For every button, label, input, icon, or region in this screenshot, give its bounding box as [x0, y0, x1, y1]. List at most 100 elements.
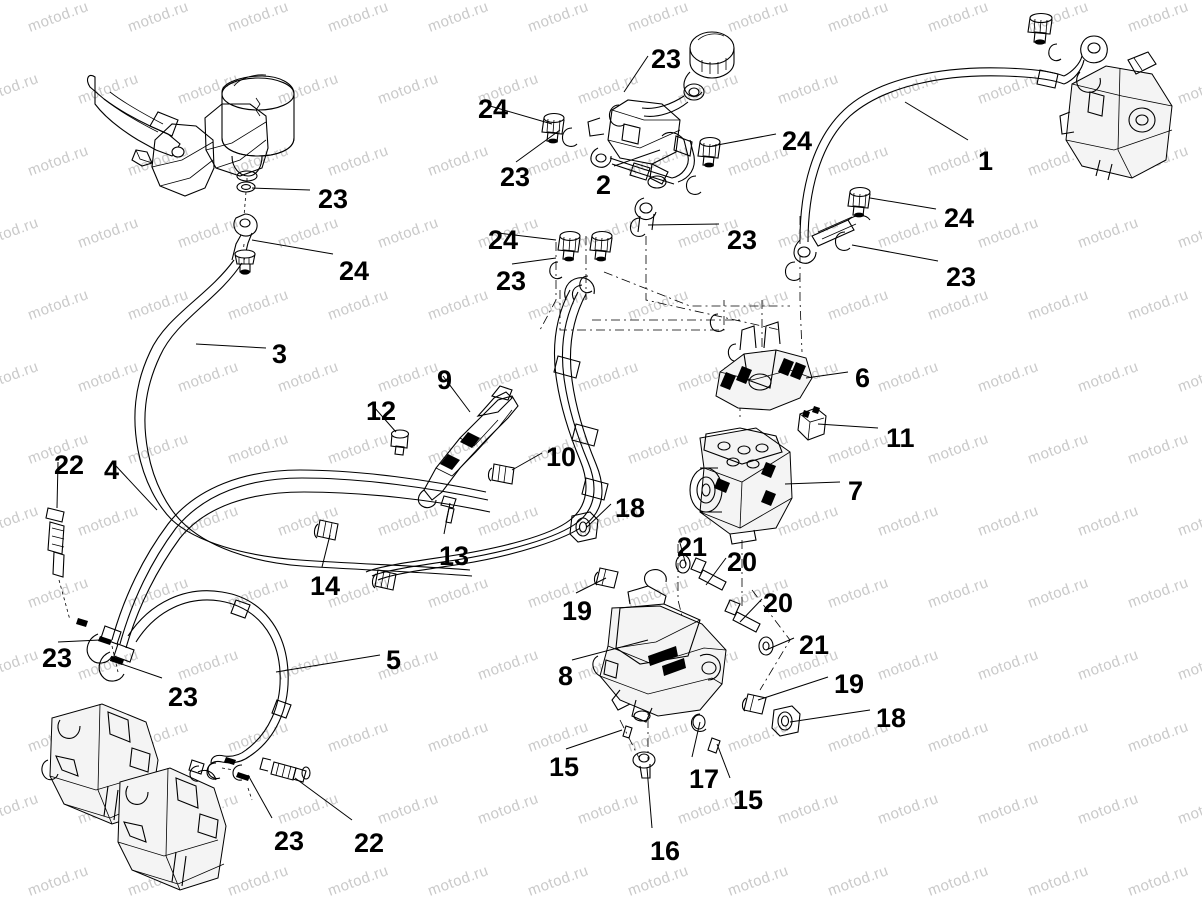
part-6-abs-bracket-upper — [715, 321, 813, 411]
bracket-hardware — [569, 511, 801, 779]
leader-line-12 — [373, 406, 397, 433]
leader-line-5 — [275, 654, 381, 673]
part-7-abs-hydraulic-unit — [689, 427, 793, 545]
callout-number-3: 3 — [272, 339, 288, 369]
callout-number-6: 6 — [855, 363, 871, 393]
callout-number-18: 18 — [876, 703, 907, 733]
part-rear-brake-caliper-right — [1059, 51, 1173, 181]
leader-line-15 — [716, 743, 731, 779]
callout-number-7: 7 — [848, 476, 864, 506]
leader-line-13 — [443, 502, 451, 535]
callout-number-2: 2 — [596, 170, 612, 200]
callout-number-19: 19 — [834, 669, 865, 699]
part-4-brake-hose-pair — [86, 469, 491, 682]
callout-number-15: 15 — [733, 785, 764, 815]
leader-line-24 — [711, 133, 777, 147]
callout-number-11: 11 — [886, 423, 915, 453]
leader-line-24 — [251, 239, 334, 255]
callout-number-8: 8 — [558, 661, 574, 691]
leader-line-4 — [115, 465, 158, 511]
callout-number-23: 23 — [946, 262, 977, 292]
leader-line-23 — [851, 244, 939, 262]
part-22-bleed-valve-lower — [259, 757, 311, 783]
leader-line-24 — [489, 105, 553, 125]
callout-number-24: 24 — [478, 94, 509, 124]
leader-line-23 — [647, 223, 720, 226]
leader-line-23 — [247, 774, 273, 819]
part-10-hose-clip — [487, 463, 515, 485]
leader-line-7 — [784, 481, 841, 485]
callout-number-23: 23 — [168, 682, 199, 712]
center-hose-routing — [365, 277, 609, 581]
callout-number-16: 16 — [650, 836, 681, 866]
part-1-front-brake-hose-upper — [793, 12, 1108, 264]
leader-line-23 — [109, 659, 163, 679]
leader-line-18 — [789, 709, 871, 723]
part-11-connector-plug — [797, 406, 827, 441]
callout-number-4: 4 — [104, 455, 120, 485]
part-rear-master-cylinder — [587, 31, 735, 233]
callout-number-23: 23 — [42, 643, 73, 673]
leader-line-11 — [817, 423, 879, 429]
leader-line-8 — [571, 639, 649, 661]
leader-line-16 — [646, 767, 653, 829]
callout-number-23: 23 — [496, 266, 527, 296]
leader-line-23 — [251, 187, 311, 191]
callout-number-13: 13 — [439, 541, 470, 571]
leader-line-23 — [623, 55, 649, 93]
leader-line-19 — [575, 577, 607, 594]
leader-line-23 — [57, 639, 101, 643]
callout-number-20: 20 — [763, 588, 794, 618]
leader-line-20 — [739, 598, 763, 623]
callout-number-19: 19 — [562, 596, 593, 626]
callout-number-24: 24 — [339, 256, 370, 286]
leader-line-6 — [805, 371, 849, 379]
leader-line-9 — [442, 375, 471, 413]
callout-number-21: 21 — [677, 532, 708, 562]
leader-line-24 — [497, 232, 557, 241]
leader-line-19 — [757, 676, 829, 701]
callout-number-23: 23 — [318, 184, 349, 214]
leader-line-14 — [321, 534, 331, 568]
callout-number-24: 24 — [488, 225, 519, 255]
callout-number-14: 14 — [310, 571, 341, 601]
callout-number-21: 21 — [799, 630, 830, 660]
part-22-bleed-valve-left — [45, 507, 88, 627]
leader-line-21 — [765, 637, 795, 651]
part-3-front-brake-hose — [134, 259, 473, 577]
callout-number-18: 18 — [615, 493, 646, 523]
callout-number-23: 23 — [274, 826, 305, 856]
sealing-washers-lower-left — [98, 636, 250, 781]
leader-line-22 — [294, 777, 353, 821]
callout-number-23: 23 — [651, 44, 682, 74]
leader-line-10 — [511, 452, 543, 471]
callout-number-1: 1 — [978, 146, 994, 176]
callout-number-9: 9 — [437, 365, 453, 395]
leader-line-23 — [515, 129, 561, 163]
leader-line-2 — [613, 149, 661, 167]
callout-number-12: 12 — [366, 396, 397, 426]
leader-line-21 — [679, 542, 687, 566]
leader-line-22 — [56, 461, 59, 509]
leader-line-17 — [691, 721, 701, 758]
leader-line-18 — [586, 503, 612, 528]
callout-leader-lines — [56, 55, 969, 829]
leader-line-3 — [195, 343, 267, 349]
callout-number-22: 22 — [54, 450, 85, 480]
lower-small-hardware — [188, 757, 311, 783]
leader-line-23 — [511, 257, 557, 265]
leader-line-1 — [904, 101, 969, 141]
callout-number-23: 23 — [727, 225, 758, 255]
leader-line-24 — [869, 197, 937, 210]
hardware-cluster-top — [541, 104, 871, 362]
part-front-master-cylinder — [86, 74, 295, 275]
callout-number-15: 15 — [549, 752, 580, 782]
callout-number-23: 23 — [500, 162, 531, 192]
part-9-hose-guide-clamp — [417, 385, 519, 509]
callout-number-24: 24 — [782, 126, 813, 156]
leader-line-20 — [705, 557, 727, 586]
callout-number-24: 24 — [944, 203, 975, 233]
